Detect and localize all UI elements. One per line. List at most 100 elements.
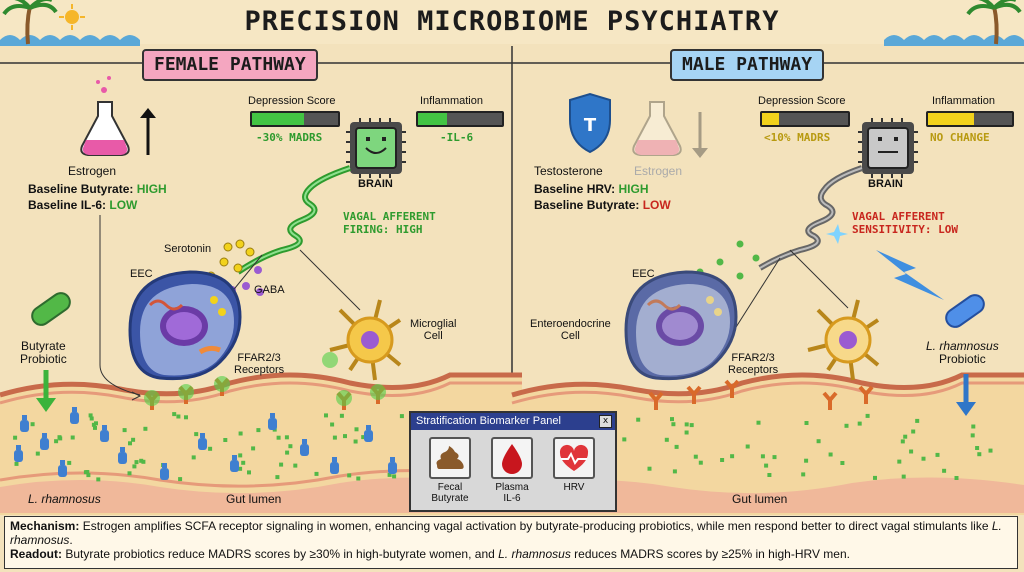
down-arrow-faded-icon (692, 112, 708, 158)
scfa-dot (828, 452, 833, 457)
biomarker-hrv[interactable]: HRV (551, 437, 597, 493)
scfa-dot (143, 426, 148, 431)
inflammation-meter (416, 111, 504, 127)
scfa-dot (247, 470, 251, 475)
brain-label: BRAIN (358, 178, 393, 190)
brain-chip-icon (346, 118, 406, 178)
scfa-dot (767, 473, 772, 477)
male-pathway-badge: MALE PATHWAY (670, 49, 825, 81)
brain-chip-icon (858, 118, 918, 178)
scfa-dot (128, 441, 132, 446)
scfa-dot (353, 439, 358, 444)
scfa-dot (772, 455, 777, 460)
scfa-dot (70, 435, 75, 440)
bacteria-cluster (14, 407, 397, 480)
scfa-dot (347, 473, 352, 478)
gut-lumen-label-female: Gut lumen (226, 492, 282, 506)
scfa-dot (361, 435, 366, 440)
scfa-dot (801, 472, 806, 477)
biomarker-panel-title: Stratification Biomarker Panel (411, 413, 615, 430)
up-arrow-icon (140, 108, 156, 155)
baseline-butyrate-male: Baseline Butyrate: LOW (534, 198, 671, 212)
sun-icon (59, 4, 85, 30)
scfa-dot (684, 430, 689, 435)
scfa-dot (194, 432, 199, 437)
inflammation-readout: NO CHANGE (930, 131, 990, 144)
scfa-dot (54, 439, 59, 444)
scfa-dot (911, 429, 916, 434)
female-pathway-badge: FEMALE PATHWAY (142, 49, 318, 81)
bacterium-icon (160, 463, 169, 480)
scfa-dot (664, 437, 669, 442)
scfa-dot (970, 433, 975, 438)
scfa-dot (89, 416, 94, 421)
scfa-dot (764, 463, 769, 468)
mechanism-footer: Mechanism: Estrogen amplifies SCFA recep… (4, 516, 1018, 569)
microglial-cell-female (329, 299, 402, 381)
scfa-dot (954, 476, 959, 480)
wave-decoration-left (0, 35, 140, 46)
bacterium-icon (198, 433, 207, 450)
eec-label: EEC (130, 268, 153, 280)
scfa-dot (647, 466, 652, 471)
close-icon[interactable]: x (599, 415, 612, 428)
scfa-dot (178, 477, 183, 482)
bacterium-icon (20, 415, 29, 432)
inflammation-label: Inflammation (932, 95, 995, 107)
scfa-dot (276, 435, 281, 440)
receptor-glow (144, 352, 386, 406)
bacterium-icon (58, 460, 67, 477)
bacterium-icon (14, 445, 23, 462)
vagal-nerve-female (236, 165, 351, 275)
scfa-dot (67, 460, 72, 465)
scfa-dot (672, 469, 677, 474)
scfa-dot (671, 422, 676, 427)
scfa-dot (354, 427, 359, 432)
scfa-dot (238, 466, 243, 471)
scfa-dot (840, 461, 845, 465)
eec-label: EEC (632, 268, 655, 280)
depression-score-readout: <10% MADRS (764, 131, 831, 144)
scfa-dot (698, 460, 703, 465)
scfa-dot (86, 473, 91, 478)
scfa-dot (238, 431, 243, 436)
rhamnosus-probiotic-pill-icon (945, 294, 985, 328)
scfa-dot (332, 435, 337, 440)
scfa-dot (745, 444, 750, 449)
scfa-dot (622, 437, 627, 442)
scfa-dot (93, 425, 97, 430)
bacterium-icon (70, 407, 79, 424)
scfa-dot (293, 463, 298, 468)
scfa-dot (674, 444, 679, 449)
scfa-dot (176, 414, 181, 419)
testosterone-label: Testosterone (534, 164, 603, 178)
inflammation-meter (926, 111, 1014, 127)
scfa-dot (760, 454, 765, 459)
estrogen-flask-icon (80, 76, 130, 156)
depression-score-meter (760, 111, 850, 127)
scfa-dot (339, 413, 344, 418)
scfa-dot (208, 446, 213, 451)
scfa-dot (693, 454, 698, 459)
scfa-dot (251, 446, 256, 451)
baseline-hrv: Baseline HRV: HIGH (534, 182, 649, 196)
palm-tree-icon (966, 0, 1022, 45)
palm-tree-icon (2, 0, 58, 45)
bacterium-icon (230, 455, 239, 472)
scfa-dot (83, 470, 88, 475)
scfa-dot (184, 415, 188, 420)
serotonin-label: Serotonin (164, 243, 212, 255)
scfa-dot (141, 459, 146, 464)
scfa-dot (324, 413, 328, 418)
scfa-dot (241, 460, 246, 465)
vagal-nerve-male (758, 165, 863, 271)
scfa-dot (816, 439, 821, 444)
depression-score-meter (250, 111, 340, 127)
scfa-dot (314, 471, 319, 476)
